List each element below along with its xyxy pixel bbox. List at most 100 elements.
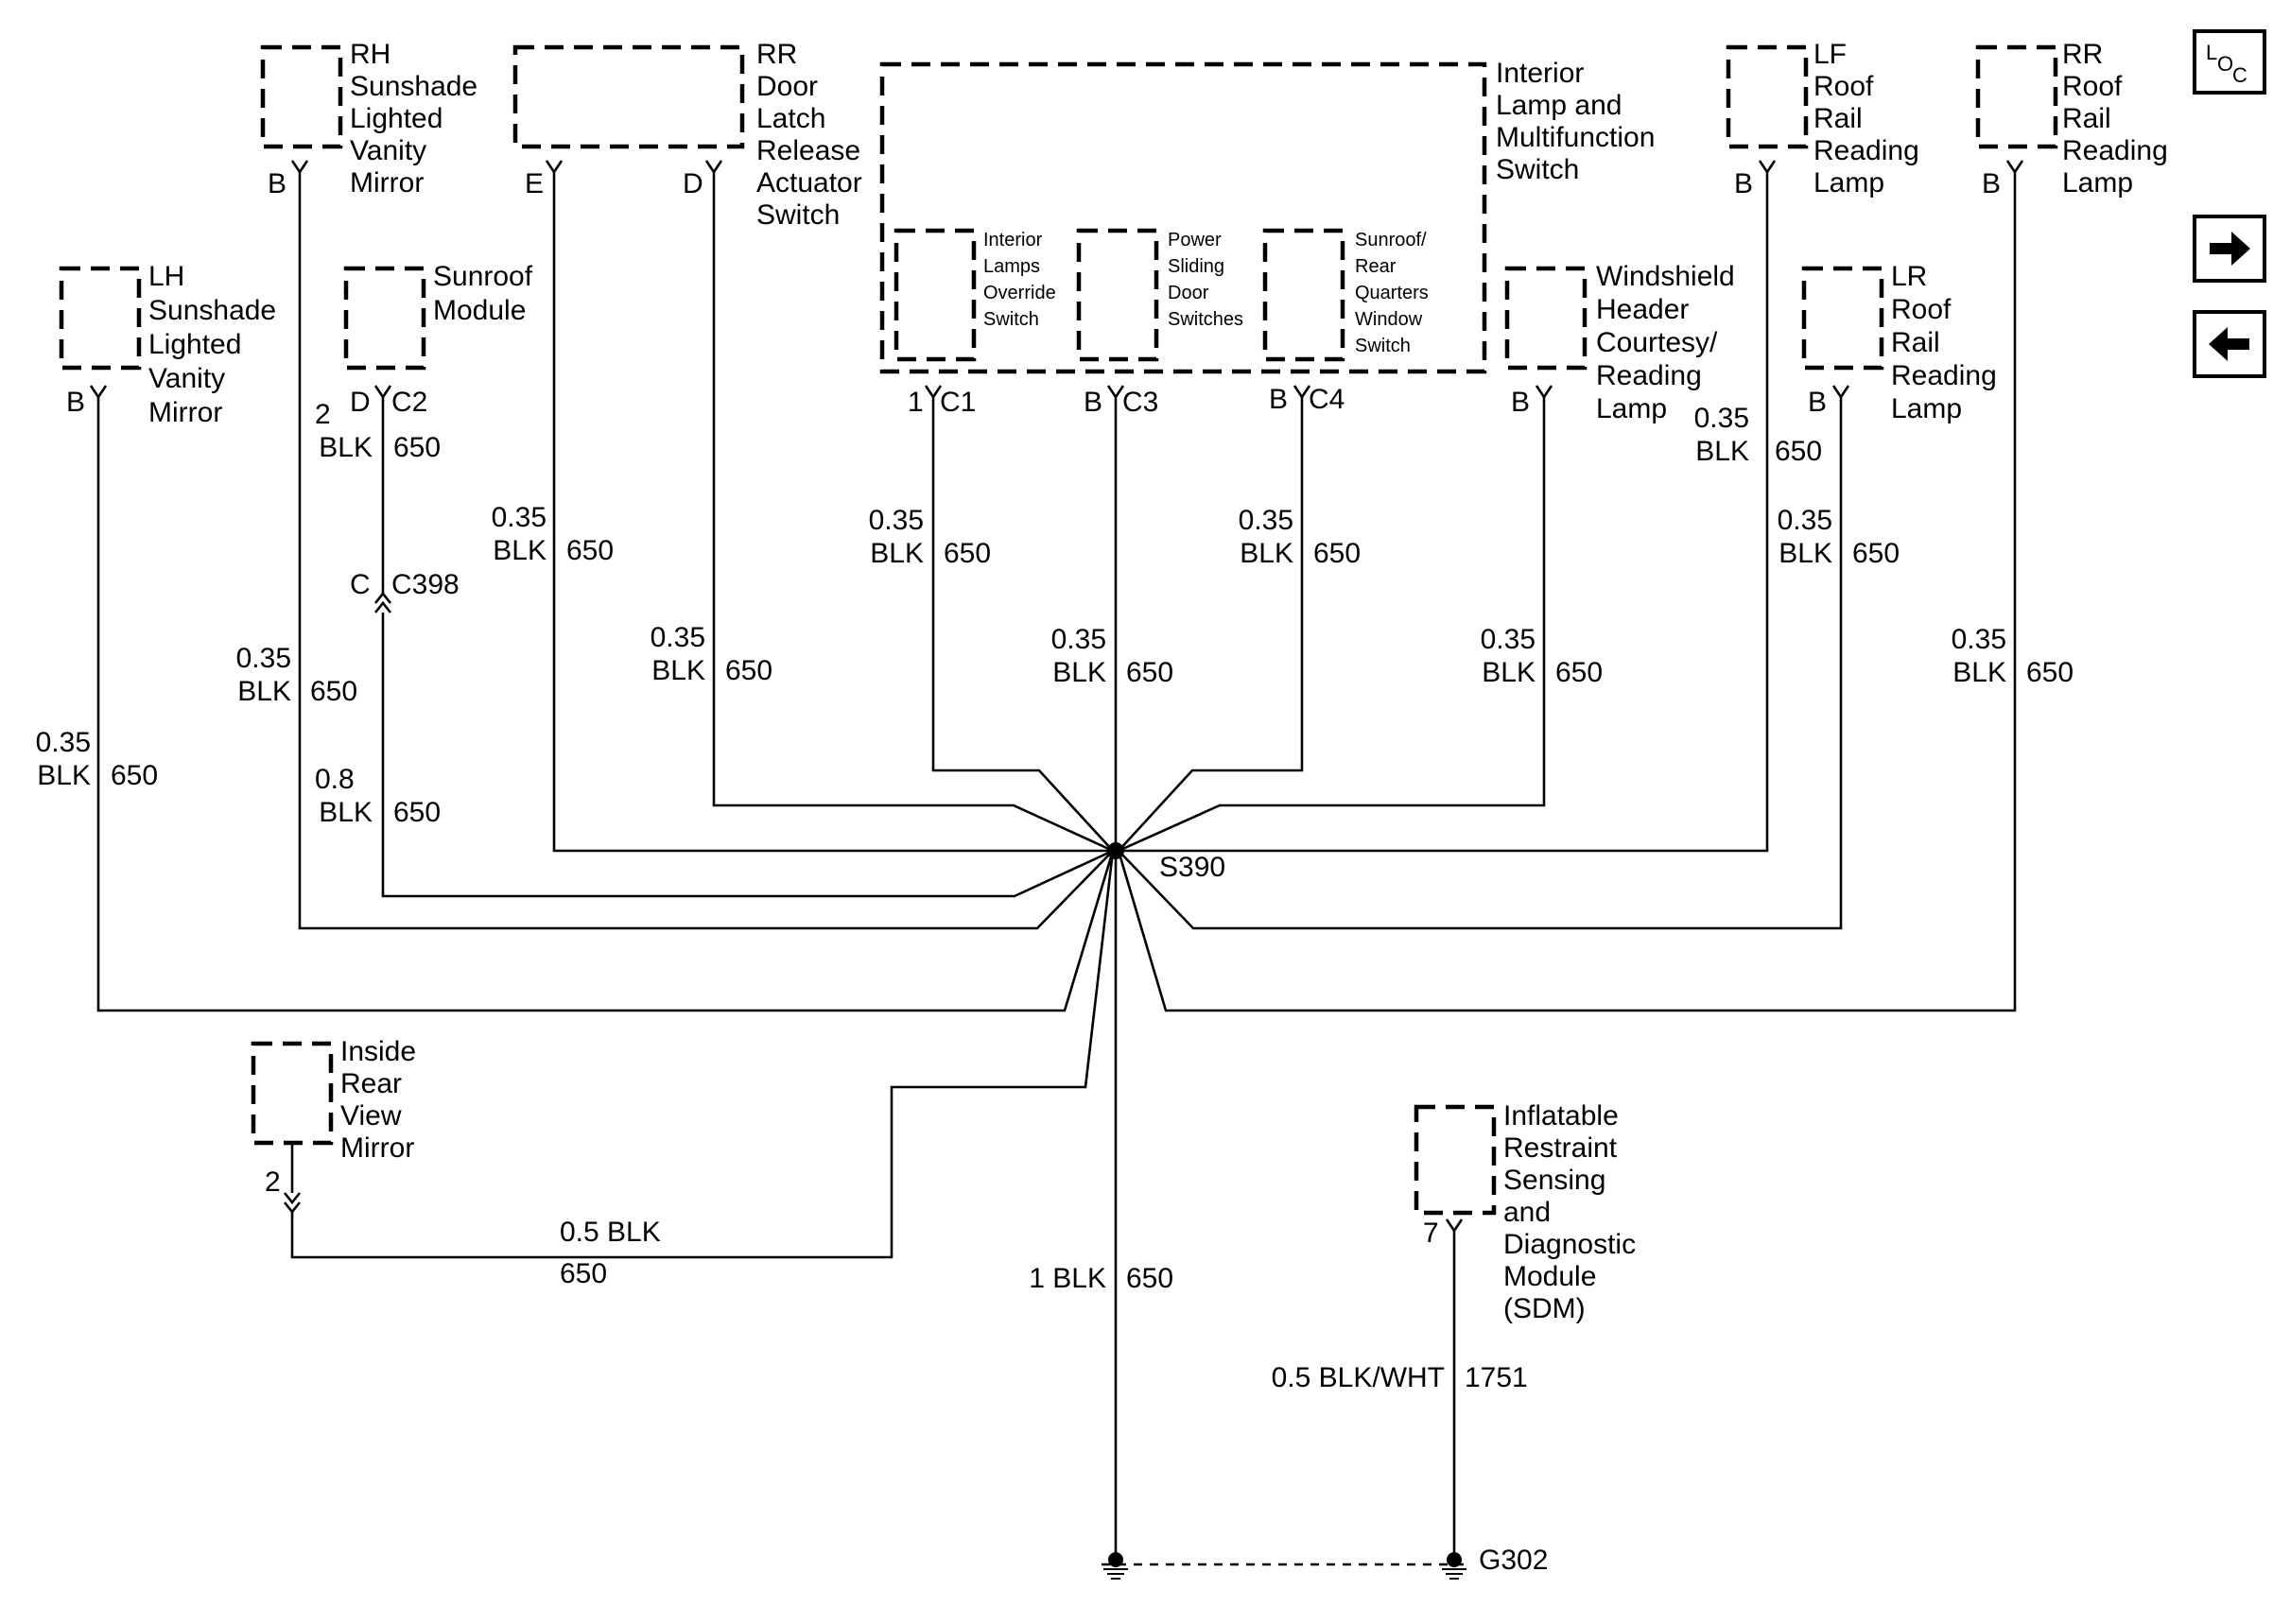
- label-line: Courtesy/: [1596, 327, 1718, 358]
- wire-label-lr-roof-color: BLK: [1778, 538, 1832, 569]
- label-line: Sensing: [1503, 1165, 1605, 1196]
- conn-c398: C398: [391, 569, 460, 600]
- pin-sdm: 7: [1423, 1218, 1439, 1249]
- override-terminal: [924, 385, 943, 400]
- label-line: Release: [756, 135, 860, 166]
- prev-page-button[interactable]: [2193, 310, 2266, 378]
- pin-mirror: 2: [265, 1166, 281, 1198]
- label-line: Interior: [983, 230, 1043, 251]
- label-line: Mirror: [148, 397, 222, 428]
- wire-labels: 0.35 BLK 650 0.35 BLK 650 2 BLK 650 0.8 …: [36, 399, 2073, 1576]
- rr-latch-d-terminal: [704, 160, 723, 175]
- lf-roof-rail-box: [1726, 44, 1809, 149]
- label-line: Actuator: [756, 167, 862, 199]
- label-line: LR: [1891, 261, 1927, 292]
- mirror-inline-connector: [283, 1192, 302, 1215]
- loc-button[interactable]: L O C: [2193, 29, 2266, 95]
- label-line: Rail: [2062, 103, 2111, 134]
- lf-roof-terminal: [1758, 160, 1777, 175]
- sunroof-module-terminal: [373, 385, 392, 400]
- label-line: Reading: [1813, 135, 1919, 166]
- label-line: Rear: [340, 1068, 402, 1099]
- windshield-terminal: [1535, 385, 1553, 400]
- wire-rh-sunshade: [298, 172, 1114, 930]
- ground-label: G302: [1479, 1545, 1548, 1576]
- conn-override: C1: [940, 387, 976, 418]
- pin-labels: B E D B B B D C2 1 C1 B C3 B C4 B B C C3…: [66, 168, 2001, 1249]
- label-line: RR: [2062, 39, 2103, 70]
- label-line: (SDM): [1503, 1293, 1586, 1324]
- wires: [96, 172, 2017, 1560]
- pin-rr-latch-d: D: [683, 168, 703, 199]
- ground-symbols: [1103, 1568, 1466, 1580]
- wire-label-lh-color: BLK: [37, 760, 91, 791]
- label-line: Restraint: [1503, 1132, 1618, 1164]
- label-line: Lighted: [350, 103, 442, 134]
- conn-sliding: C3: [1122, 387, 1158, 418]
- override-switch-box: [894, 228, 977, 362]
- label-line: Reading: [1596, 360, 1702, 391]
- wire-label-lf-roof-color: BLK: [1695, 436, 1749, 467]
- wire-label-override-color: BLK: [870, 538, 924, 569]
- wire-rr-latch-e: [552, 172, 1113, 853]
- wire-label-lr-roof-size: 0.35: [1778, 505, 1832, 536]
- wire-label-rr-roof-color: BLK: [1952, 657, 2006, 688]
- label-line: Roof: [1813, 71, 1874, 102]
- label-line: Module: [433, 295, 526, 326]
- label-line: Override: [983, 283, 1056, 303]
- rr-latch-e-terminal: [545, 160, 564, 175]
- pin-sunroof-sw: B: [1269, 384, 1288, 415]
- label-line: Rail: [1813, 103, 1863, 134]
- label-line: and: [1503, 1197, 1551, 1228]
- wire-label-sdm: 0.5 BLK/WHT: [1272, 1362, 1445, 1393]
- label-line: Header: [1596, 294, 1689, 325]
- label-line: Reading: [2062, 135, 2168, 166]
- wire-label-sliding-color: BLK: [1052, 657, 1106, 688]
- wire-label-latch-d-circuit: 650: [725, 655, 772, 686]
- pin-sunroof-module: D: [350, 387, 371, 418]
- label-line: Lighted: [148, 329, 241, 360]
- rr-roof-rail-box: [1975, 44, 2058, 149]
- loc-c-text: C: [2232, 63, 2247, 87]
- lh-sunshade-box: [59, 266, 142, 371]
- label-line: Roof: [2062, 71, 2123, 102]
- label-line: Inside: [340, 1036, 416, 1067]
- label-line: Lamp and: [1496, 90, 1622, 121]
- component-boxes: [59, 44, 2058, 1216]
- label-line: Multifunction: [1496, 122, 1655, 153]
- label-line: Inflatable: [1503, 1100, 1619, 1132]
- pin-override: 1: [908, 387, 924, 418]
- wire-label-sunroof-sw-size: 0.35: [1239, 505, 1293, 536]
- rh-sunshade-box: [260, 44, 343, 149]
- sunroof-sw-terminal: [1293, 385, 1311, 400]
- label-line: Sunshade: [350, 71, 477, 102]
- wire-lr-roof-rail: [1118, 397, 1843, 930]
- label-line: Reading: [1891, 360, 1997, 391]
- label-line: RH: [350, 39, 390, 70]
- pin-c398: C: [350, 569, 371, 600]
- label-line: Mirror: [350, 167, 424, 199]
- left-arrow-icon: [2209, 327, 2249, 361]
- wire-label-sdm-circuit: 1751: [1465, 1362, 1528, 1393]
- label-line: View: [340, 1100, 402, 1132]
- label-line: Sunroof: [433, 261, 533, 292]
- wire-label-sunroof-low-circuit: 650: [393, 797, 441, 828]
- pin-windshield: B: [1511, 387, 1530, 418]
- wire-label-rh-circuit: 650: [310, 676, 357, 707]
- wire-label-mirror-circuit: 650: [560, 1258, 607, 1289]
- wire-inside-rear-mirror: [290, 850, 1115, 1259]
- next-page-button[interactable]: [2193, 215, 2266, 283]
- inside-rear-mirror-box: [251, 1041, 334, 1146]
- sliding-terminal: [1106, 385, 1125, 400]
- label-line: Latch: [756, 103, 825, 134]
- wire-label-sunroof-low-size: 0.8: [315, 764, 355, 795]
